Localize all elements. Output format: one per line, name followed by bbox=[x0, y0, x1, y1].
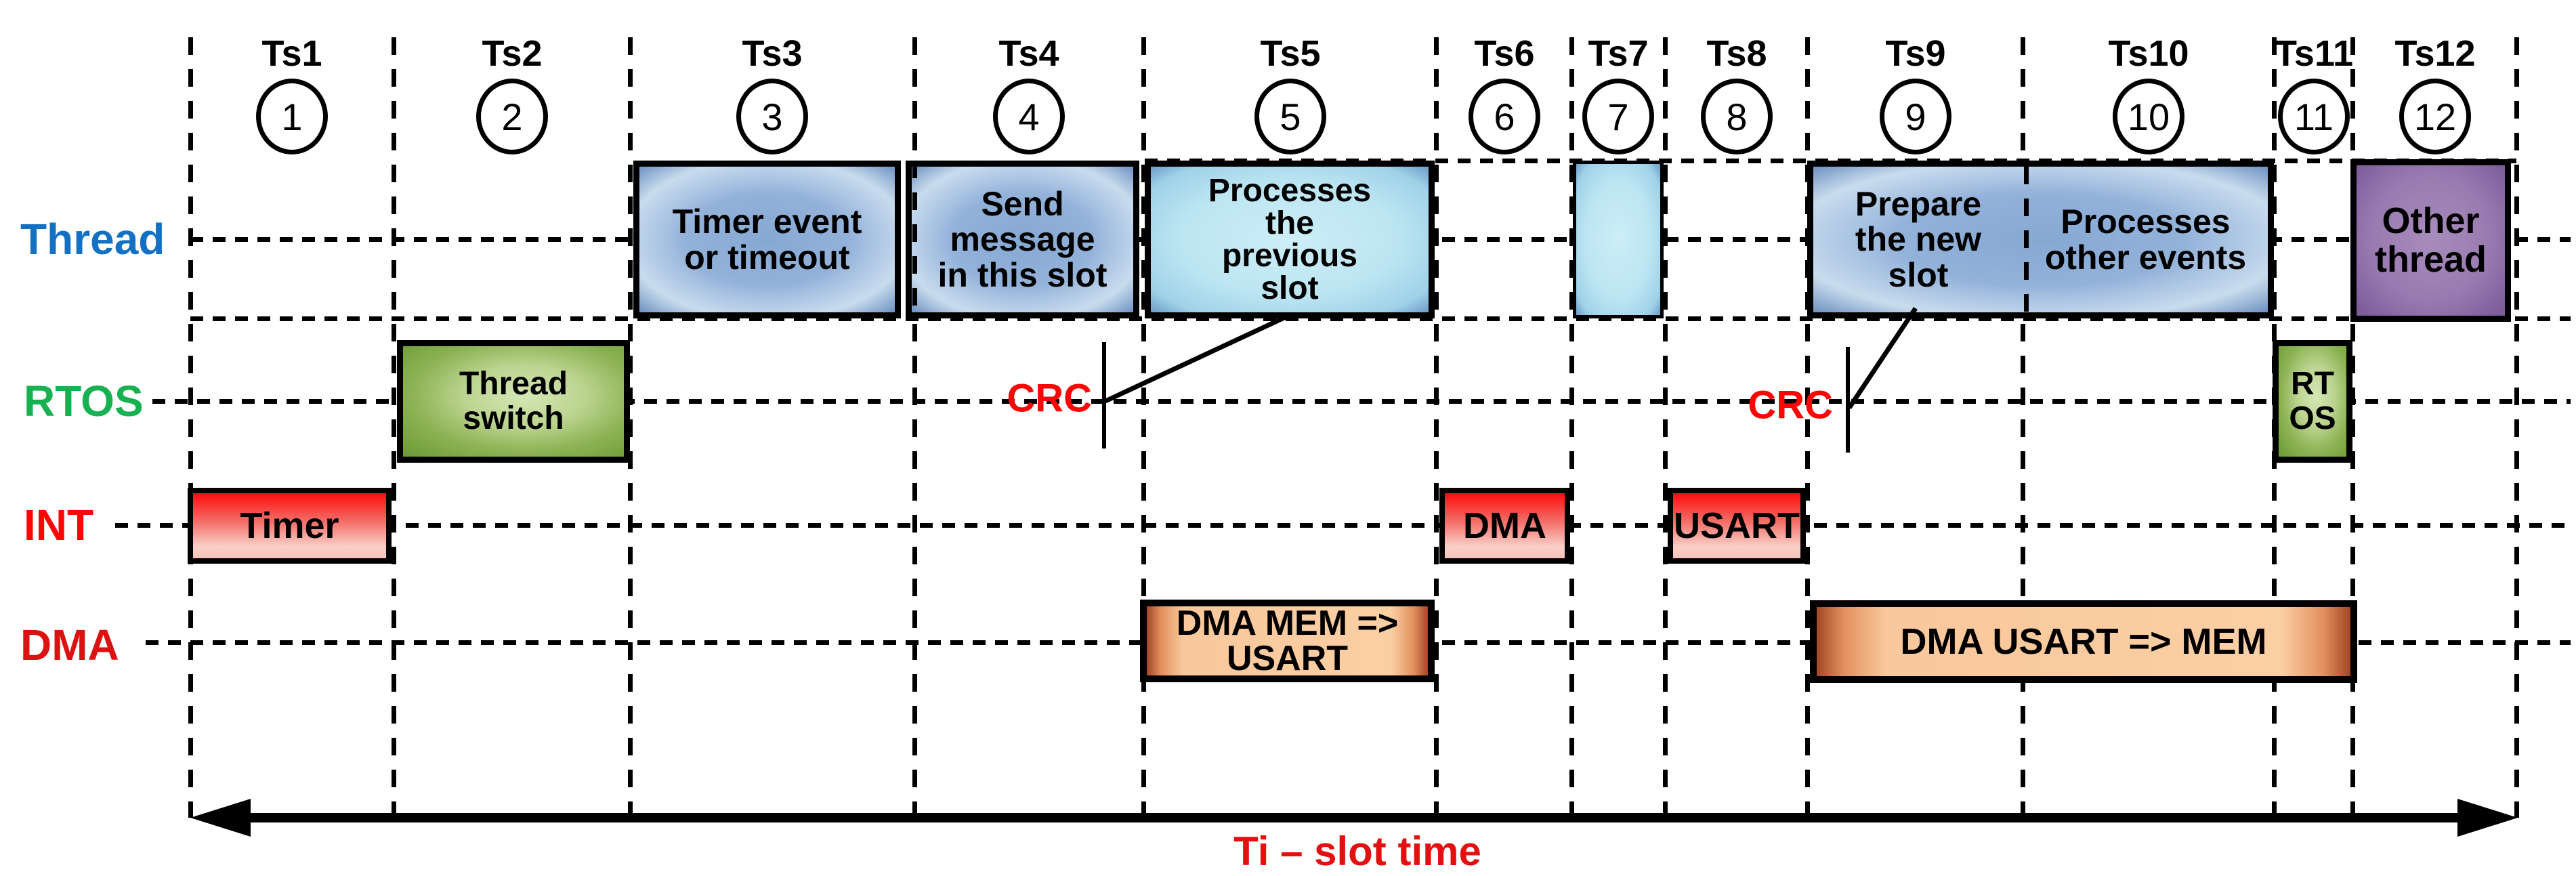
slot-number-circle-10: 10 bbox=[2113, 79, 2184, 154]
crc-pointer-2 bbox=[1847, 307, 1918, 409]
slot-number-circle-1: 1 bbox=[256, 79, 328, 154]
processes-previous-slot-box: Processes the previous slot bbox=[1145, 161, 1435, 318]
slot-boundary-line-9 bbox=[2021, 37, 2025, 818]
slot-header-ts2: Ts2 bbox=[482, 33, 543, 74]
slot-number-circle-11: 11 bbox=[2278, 79, 2350, 154]
row-label-dma: DMA bbox=[20, 621, 119, 669]
slot-header-ts5: Ts5 bbox=[1260, 33, 1321, 74]
dma-mem-to-usart-box: DMA MEM => USART bbox=[1140, 600, 1435, 682]
rtos-box: RT OS bbox=[2273, 340, 2352, 463]
crc-pointer-1 bbox=[1104, 314, 1287, 404]
timer-event-box: Timer event or timeout bbox=[633, 161, 901, 318]
slot-boundary-line-3 bbox=[912, 37, 917, 818]
timer-interrupt-box: Timer bbox=[188, 488, 392, 564]
slot-number-circle-12: 12 bbox=[2399, 79, 2471, 154]
dma-usart-to-mem-box: DMA USART => MEM bbox=[1810, 600, 2357, 683]
int-guide-line bbox=[115, 523, 2571, 528]
slot-header-ts3: Ts3 bbox=[742, 33, 803, 74]
slot-boundary-line-4 bbox=[1141, 37, 1146, 818]
slot-time-caption: Ti – slot time bbox=[1233, 829, 1481, 874]
slot-header-ts9: Ts9 bbox=[1885, 33, 1946, 74]
slot-header-ts6: Ts6 bbox=[1474, 33, 1535, 74]
usart-interrupt-box: USART bbox=[1668, 488, 1806, 564]
slot-time-arrow-head-right bbox=[2457, 799, 2518, 837]
boundary-over-send-box bbox=[912, 161, 917, 318]
slot-header-ts12: Ts12 bbox=[2394, 33, 2476, 74]
slot-boundary-line-2 bbox=[628, 37, 633, 818]
slot-time-arrow-head-left bbox=[190, 799, 251, 837]
slot-boundary-line-8 bbox=[1805, 37, 1810, 818]
slot-header-ts1: Ts1 bbox=[261, 33, 322, 74]
thread-bottom-guide-line bbox=[190, 316, 2571, 321]
slot-number-circle-9: 9 bbox=[1880, 79, 1951, 154]
row-label-int: INT bbox=[24, 501, 94, 549]
processes-other-events-text: Processes other events bbox=[2044, 203, 2247, 276]
thread-switch-box: Thread switch bbox=[397, 340, 630, 463]
dma-interrupt-box: DMA bbox=[1439, 488, 1570, 564]
slot-header-ts11: Ts11 bbox=[2274, 33, 2354, 74]
other-thread-box: Other thread bbox=[2350, 159, 2511, 322]
slot-number-circle-7: 7 bbox=[1582, 79, 1654, 154]
slot-boundary-line-5 bbox=[1434, 37, 1439, 818]
slot-boundary-line-7 bbox=[1663, 37, 1668, 818]
idle-slot-box bbox=[1573, 161, 1664, 318]
slot-number-circle-3: 3 bbox=[736, 79, 808, 154]
slot-number-circle-6: 6 bbox=[1469, 79, 1540, 154]
slot-number-circle-8: 8 bbox=[1701, 79, 1773, 154]
slot-header-ts8: Ts8 bbox=[1706, 33, 1767, 74]
slot-number-circle-5: 5 bbox=[1254, 79, 1326, 154]
rtos-guide-line bbox=[152, 399, 2571, 404]
prepare-and-processes-box: Prepare the new slot Processes other eve… bbox=[1807, 161, 2274, 318]
slot-boundary-line-1 bbox=[392, 37, 396, 818]
send-message-box: Send message in this slot bbox=[906, 161, 1139, 318]
slot-boundary-line-0 bbox=[188, 37, 193, 818]
row-label-thread: Thread bbox=[20, 215, 165, 264]
slot-divider-line bbox=[2024, 167, 2029, 312]
slot-boundary-line-12 bbox=[2514, 37, 2519, 818]
slot-number-circle-4: 4 bbox=[993, 79, 1065, 154]
crc-label-1: CRC bbox=[1007, 376, 1092, 421]
prepare-new-slot-text: Prepare the new slot bbox=[1855, 184, 1982, 294]
slot-header-ts7: Ts7 bbox=[1588, 33, 1649, 74]
slot-boundary-line-6 bbox=[1569, 37, 1574, 818]
slot-header-ts4: Ts4 bbox=[998, 33, 1059, 74]
row-label-rtos: RTOS bbox=[24, 377, 144, 425]
slot-header-ts10: Ts10 bbox=[2108, 33, 2189, 74]
crc-label-2: CRC bbox=[1748, 383, 1833, 427]
slot-number-circle-2: 2 bbox=[476, 79, 548, 154]
slot-boundary-line-11 bbox=[2350, 37, 2355, 818]
